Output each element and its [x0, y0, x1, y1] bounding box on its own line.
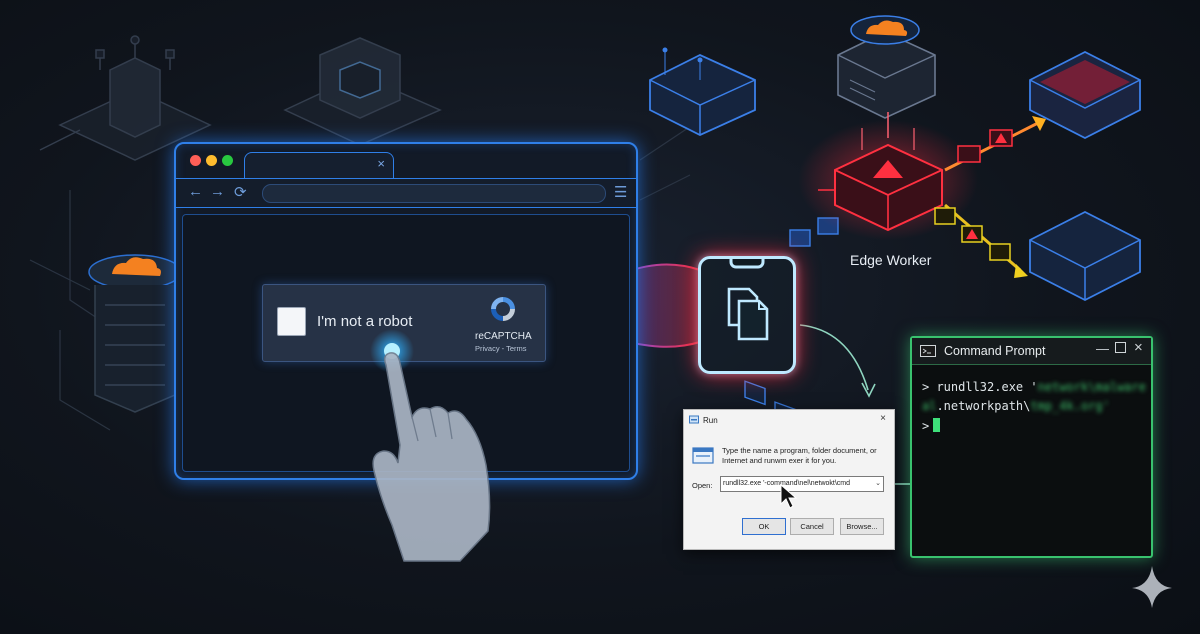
tab-close-icon[interactable]: ×	[377, 156, 385, 171]
address-bar[interactable]	[262, 184, 606, 203]
run-dialog: Run × Type the name a program, folder do…	[683, 409, 895, 550]
cmd-command-text: > rundll32.exe '	[922, 380, 1038, 394]
recaptcha-widget: I'm not a robot reCAPTCHA Privacy - Term…	[262, 284, 546, 362]
maximize-icon[interactable]	[1115, 342, 1126, 353]
arrow-clipboard-to-run	[799, 324, 869, 391]
cmd-obscured-text: tmp_4k.org'	[1030, 399, 1110, 413]
cmd-obscured-text: network\malware	[1037, 380, 1146, 394]
server-red-top-right	[1029, 50, 1141, 140]
robot-checkbox[interactable]	[277, 307, 306, 336]
open-input-value: rundll32.exe '-command\nel\netwokt\cmd	[723, 480, 851, 487]
command-prompt-window: Command Prompt — × > rundll32.exe 'netwo…	[910, 336, 1153, 558]
server-blue-right	[1029, 210, 1141, 302]
alert-stream-red	[944, 116, 1046, 172]
cmd-obscured-text: al	[922, 399, 937, 413]
hand-pointer-icon	[370, 329, 491, 562]
edge-worker-label: Edge Worker	[850, 252, 932, 268]
cmd-line-1: > rundll32.exe 'network\malware	[922, 380, 1146, 394]
recaptcha-logo-icon	[491, 297, 515, 321]
close-window-button[interactable]	[190, 155, 201, 166]
recaptcha-brand: reCAPTCHA	[475, 331, 532, 342]
run-description: Type the name a program, folder document…	[722, 446, 877, 465]
server-tower-center-top	[283, 37, 442, 146]
open-input[interactable]: rundll32.exe '-command\nel\netwokt\cmd ⌄	[720, 476, 884, 492]
minimize-icon[interactable]: —	[1096, 341, 1109, 356]
mouse-cursor-icon	[780, 484, 798, 509]
run-app-icon	[689, 415, 699, 424]
captcha-label: I'm not a robot	[317, 313, 413, 330]
open-label: Open:	[692, 481, 713, 490]
reload-icon[interactable]: ⟳	[234, 184, 247, 201]
browser-navbar: ← → ⟳ ☰	[176, 178, 636, 208]
browse-button[interactable]: Browse...	[840, 518, 884, 535]
run-close-icon[interactable]: ×	[880, 413, 886, 424]
run-dialog-title: Run	[703, 416, 718, 425]
cmd-path-text: .networkpath\	[936, 399, 1031, 413]
cmd-prompt-symbol: >	[922, 419, 930, 433]
forward-icon[interactable]: →	[210, 183, 225, 200]
minimize-window-button[interactable]	[206, 155, 217, 166]
cmd-close-icon[interactable]: ×	[1134, 339, 1143, 356]
server-tower-left-top	[39, 35, 212, 161]
cancel-button[interactable]: Cancel	[790, 518, 834, 535]
run-program-icon	[692, 447, 714, 464]
browser-titlebar: ×	[176, 144, 636, 178]
server-blue-top-left	[649, 47, 756, 136]
back-icon[interactable]: ←	[188, 183, 203, 200]
clipboard-icon	[698, 256, 796, 374]
cmd-titlebar: Command Prompt — ×	[912, 338, 1151, 365]
menu-icon[interactable]: ☰	[614, 184, 628, 201]
browser-tab[interactable]: ×	[244, 152, 394, 178]
cmd-app-icon	[920, 345, 936, 357]
recaptcha-links[interactable]: Privacy - Terms	[475, 344, 527, 353]
server-cloudflare-top	[837, 15, 936, 119]
cmd-title: Command Prompt	[944, 344, 1046, 358]
cmd-line-2: al.networkpath\tmp_4k.org'	[922, 399, 1110, 413]
cmd-cursor	[933, 418, 941, 432]
maximize-window-button[interactable]	[222, 155, 233, 166]
dropdown-chevron-icon[interactable]: ⌄	[875, 480, 881, 487]
sparkle-icon	[1132, 566, 1172, 608]
cloudflare-server-left	[88, 254, 182, 413]
alert-stream-yellow	[934, 203, 1028, 278]
cmd-line-3: >	[922, 418, 941, 433]
ok-button[interactable]: OK	[742, 518, 786, 535]
edge-worker-node	[798, 112, 978, 240]
